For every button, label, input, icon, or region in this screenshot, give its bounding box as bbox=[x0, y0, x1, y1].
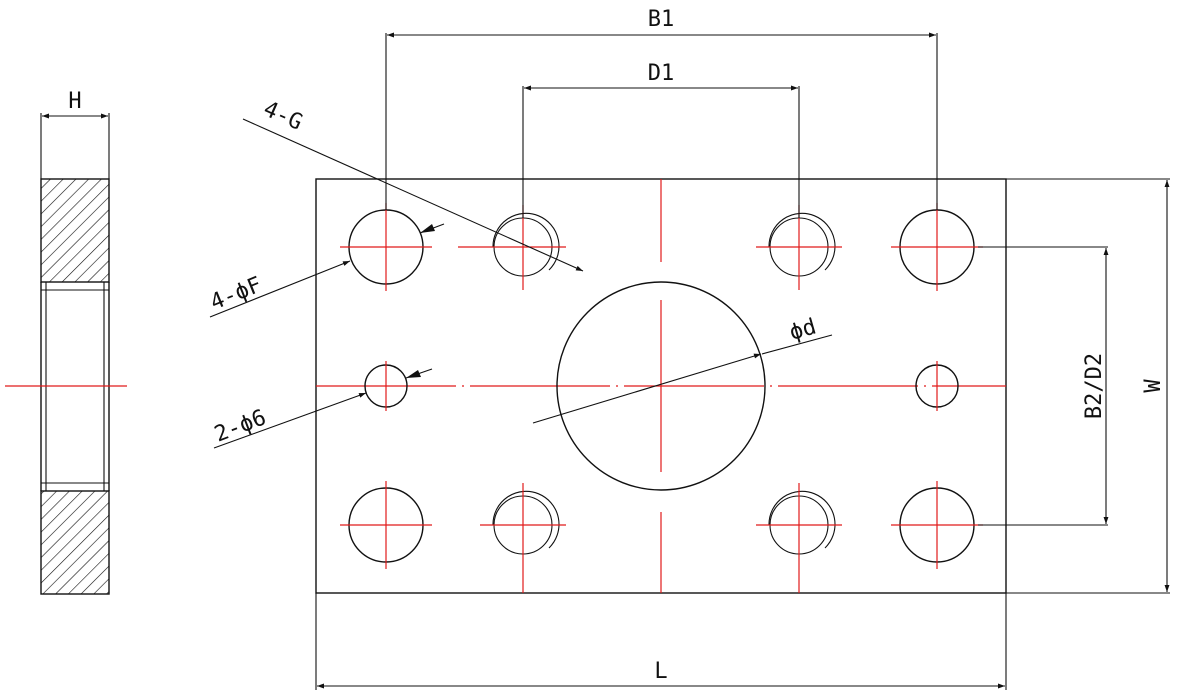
label-b1: B1 bbox=[648, 7, 675, 32]
f-leader bbox=[209, 260, 351, 318]
label-2-phi-6: 2-ϕ6 bbox=[211, 405, 269, 447]
plain-hole-top-right bbox=[891, 203, 983, 291]
upper-hatched-section bbox=[40, 178, 110, 283]
front-plan-view bbox=[315, 178, 1007, 594]
plain-hole-bottom-right bbox=[891, 481, 983, 569]
label-h: H bbox=[68, 89, 81, 114]
label-phi-d: ϕd bbox=[787, 314, 819, 345]
label-d1: D1 bbox=[648, 61, 675, 86]
threaded-hole-bottom-right bbox=[756, 483, 842, 593]
dimensions: B1 D1 4-G 4-ϕF 2-ϕ6 ϕd B2/D2 W bbox=[207, 7, 1170, 690]
label-4-phi-f: 4-ϕF bbox=[207, 273, 265, 316]
f-leader-arrow bbox=[420, 224, 435, 233]
plain-hole-top-left bbox=[340, 203, 432, 291]
six-leader bbox=[213, 392, 367, 449]
threaded-hole-top-right bbox=[756, 205, 842, 290]
label-b2-d2: B2/D2 bbox=[1082, 353, 1107, 419]
center-bore bbox=[556, 281, 766, 491]
lower-hatched-section bbox=[40, 490, 110, 595]
label-w: W bbox=[1141, 379, 1166, 393]
threaded-hole-top-left bbox=[458, 205, 566, 290]
small-hole-left bbox=[364, 361, 408, 411]
d-leader bbox=[532, 353, 762, 424]
d-leader-tail bbox=[761, 334, 833, 355]
side-section-view: H bbox=[5, 89, 127, 595]
threaded-hole-bottom-left bbox=[480, 483, 566, 593]
label-l: L bbox=[654, 659, 667, 684]
g-leader bbox=[242, 118, 584, 272]
six-leader-arrow bbox=[406, 370, 421, 378]
small-hole-right bbox=[915, 361, 959, 411]
plain-hole-bottom-left bbox=[340, 481, 432, 569]
